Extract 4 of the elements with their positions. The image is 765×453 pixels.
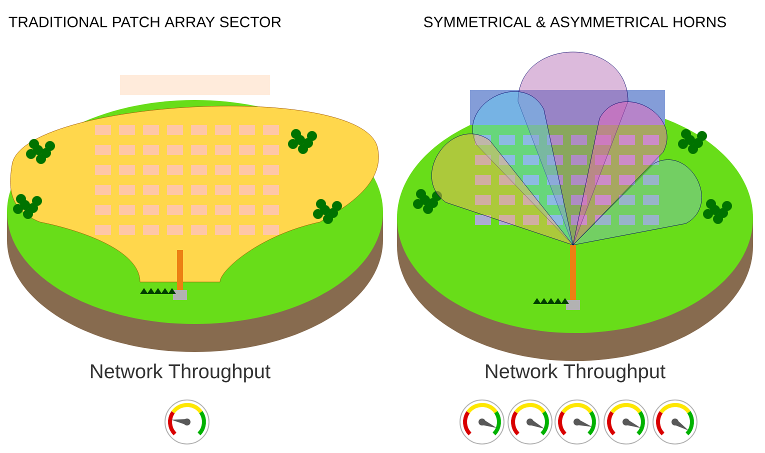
heading: TRADITIONAL PATCH ARRAY SECTOR [8,16,281,28]
heading: SYMMETRICAL & ASYMMETRICAL HORNS [424,16,726,28]
caption-text: Network Throughput [486,364,666,382]
caption-text: Network Throughput [91,364,270,382]
